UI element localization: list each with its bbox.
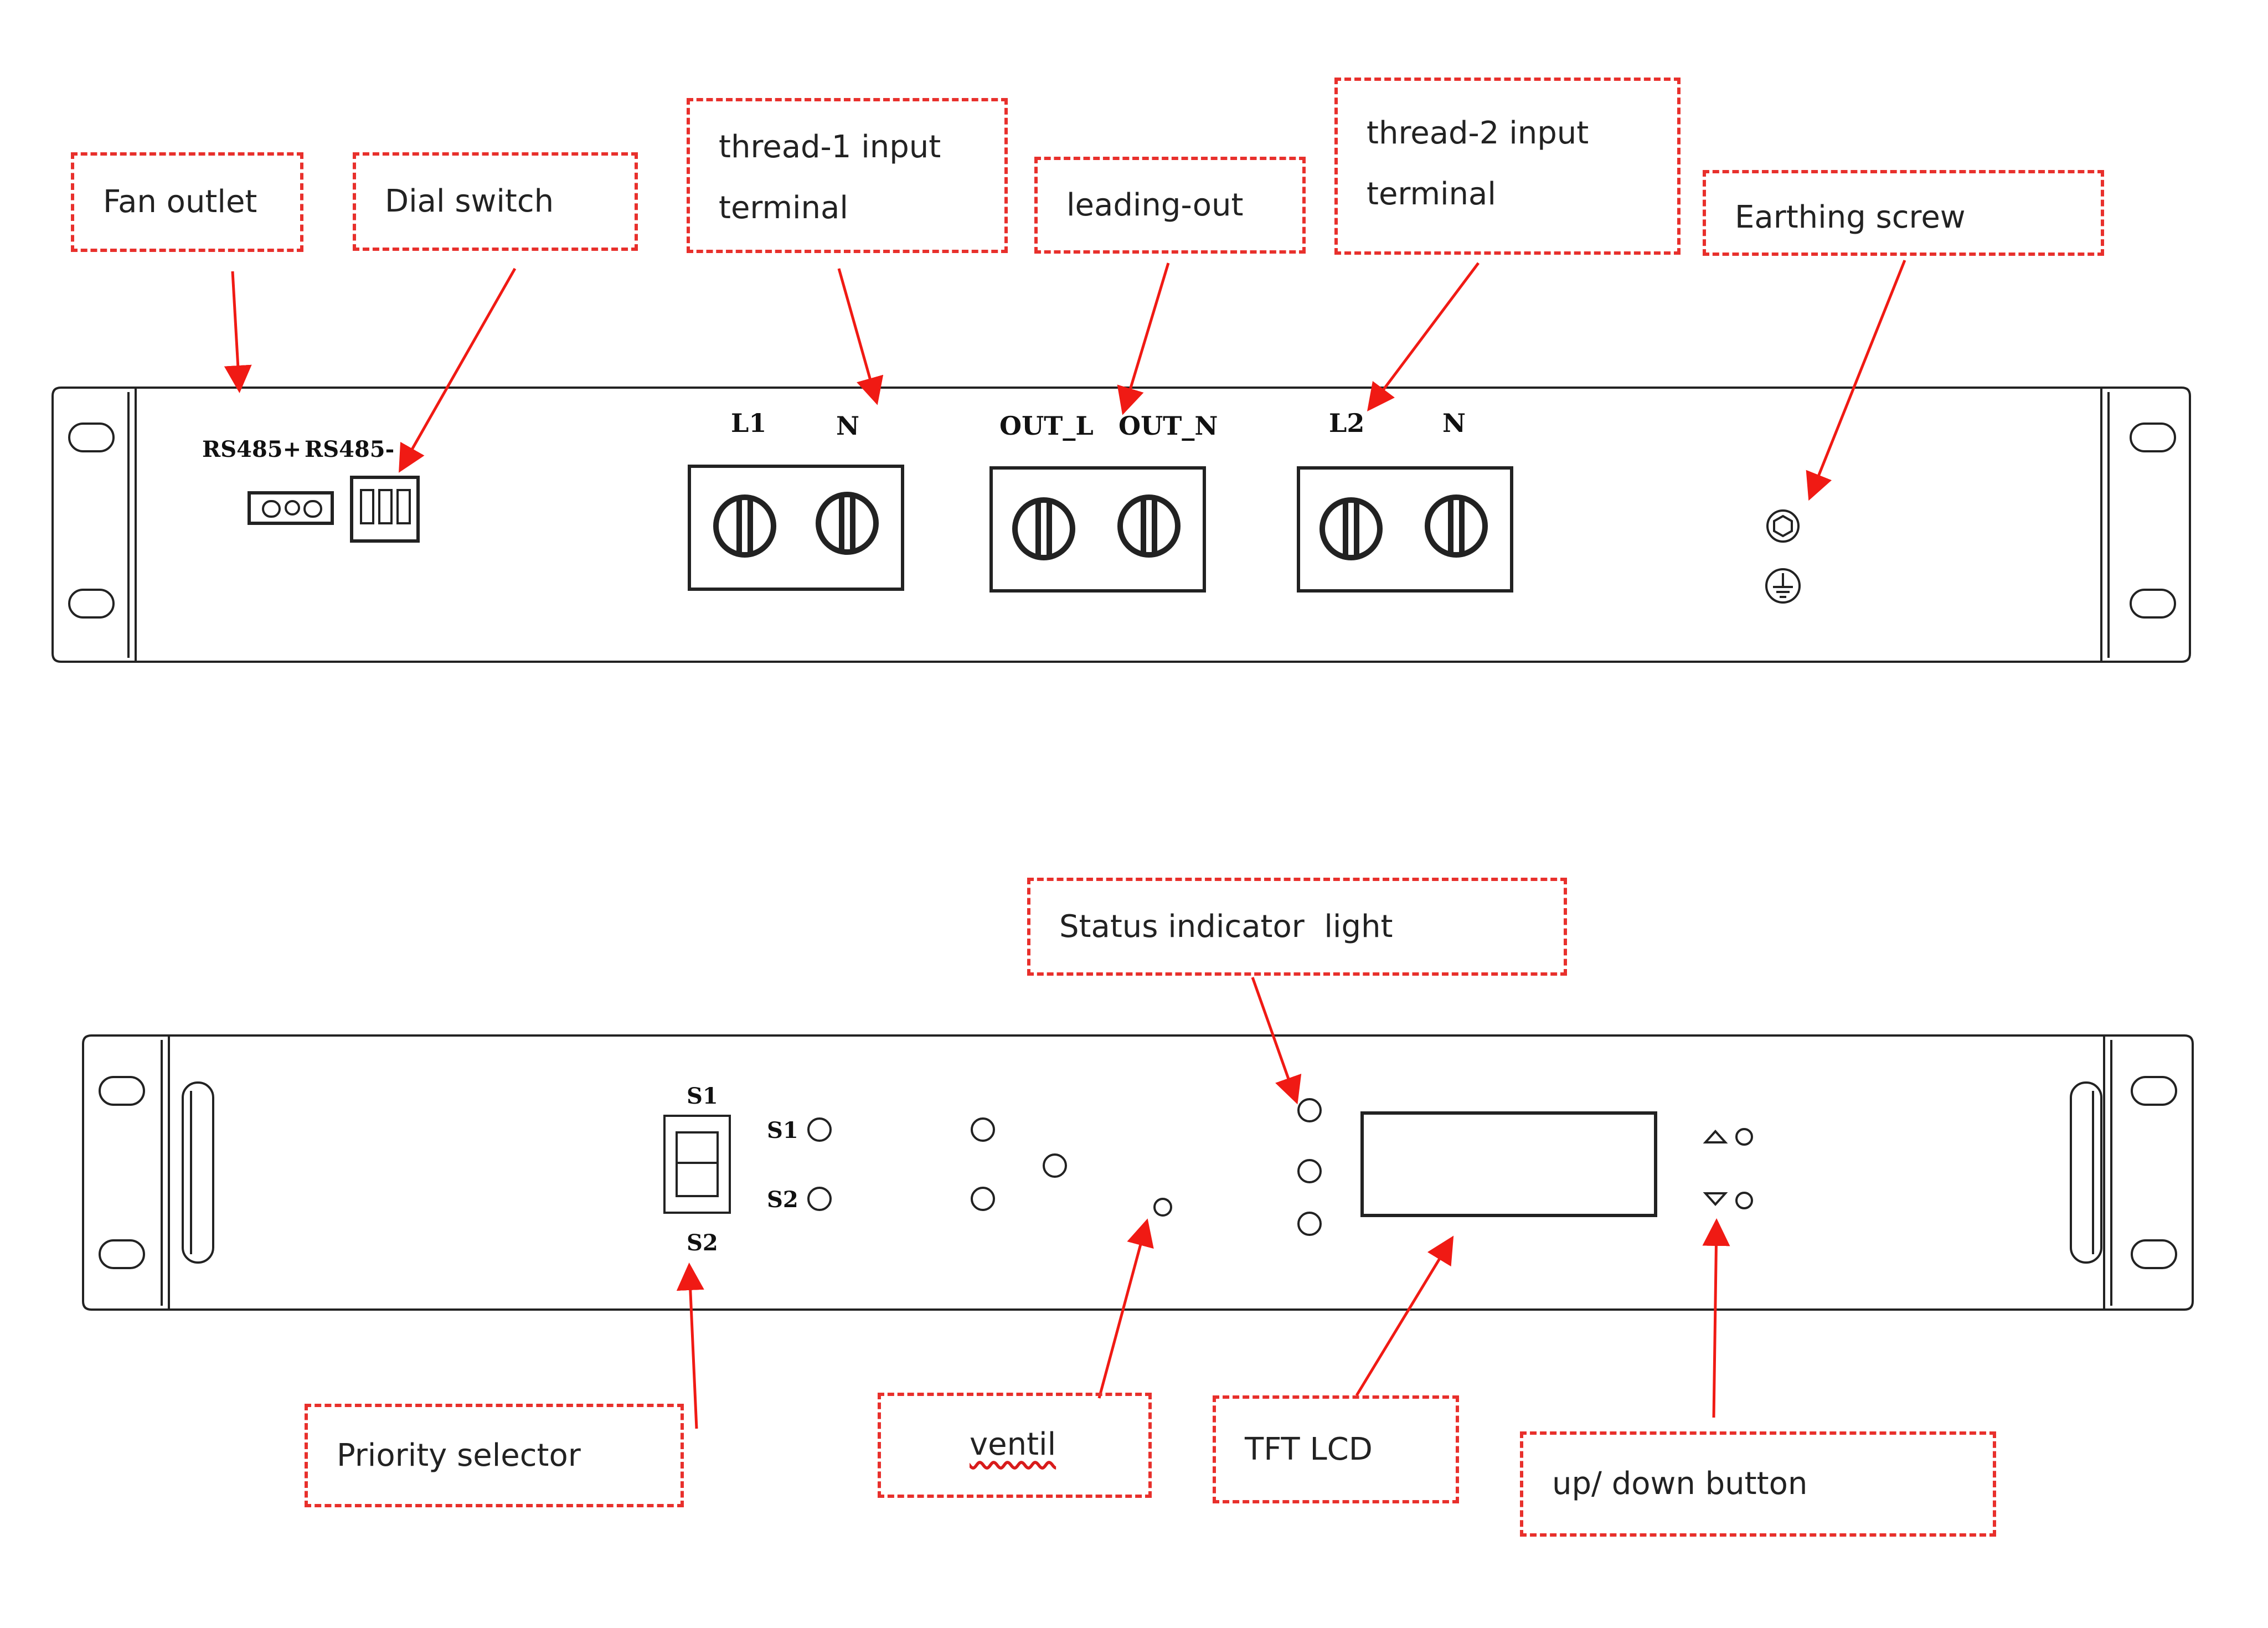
callout-up-down-button-text: up/ down button [1552, 1466, 1808, 1502]
callout-tft-lcd: TFT LCD [1213, 1395, 1459, 1503]
down-button [1735, 1192, 1753, 1209]
led-s2-label: S2 [767, 1187, 798, 1213]
callout-leading-out-text: leading-out [1066, 187, 1244, 223]
arrow-status-light [1251, 977, 1302, 1105]
ventil-hole [1153, 1198, 1172, 1217]
rs485-minus-label: RS485- [305, 436, 394, 462]
priority-selector-switch [663, 1115, 731, 1214]
terminal-screw-out-l [1012, 497, 1075, 560]
terminal-l1-label: L1 [731, 408, 766, 438]
s2-indicator [807, 1187, 832, 1211]
right-handle [2070, 1081, 2102, 1264]
leading-out-terminal-block [989, 466, 1206, 593]
rear-mount-slot-tr [2130, 423, 2176, 452]
arrow-up-down [1702, 1218, 1730, 1418]
callout-fan-outlet: Fan outlet [71, 152, 303, 252]
callout-priority-selector-text: Priority selector [337, 1438, 581, 1474]
callout-status-indicator-text: Status indicator light [1059, 909, 1393, 945]
front-right-rack-ear [2104, 1034, 2194, 1311]
callout-dial-switch-text: Dial switch [385, 183, 554, 219]
callout-up-down-button: up/ down button [1520, 1431, 1996, 1537]
arrow-leading-out [1117, 262, 1170, 415]
status-light-3 [1297, 1212, 1322, 1236]
terminal-screw-l1 [713, 494, 776, 558]
thread2-terminal-block [1297, 466, 1513, 593]
up-button [1735, 1128, 1753, 1146]
dial-switch [350, 476, 420, 543]
rear-right-rack-ear [2101, 387, 2191, 663]
front-panel-labels: S1 S2 S1 S2 [687, 1083, 798, 1256]
rs485-connector [248, 491, 334, 525]
rear-panel-labels: RS485+ RS485- L1 N OUT_L OUT_N L2 N [202, 408, 1466, 462]
terminal-screw-out-n [1117, 494, 1181, 558]
status-light-1 [1297, 1098, 1322, 1122]
down-arrow-icon [1703, 1192, 1728, 1206]
s1-indicator [807, 1117, 832, 1142]
callout-status-indicator: Status indicator light [1027, 878, 1567, 976]
led-s1-label: S1 [767, 1117, 798, 1143]
terminal-n2-label: N [1442, 408, 1466, 438]
thread1-terminal-block [688, 465, 904, 591]
rear-mount-slot-br [2130, 589, 2176, 619]
rear-mount-slot-bl [68, 589, 115, 619]
front-panel-body [168, 1034, 2105, 1311]
callout-leading-out: leading-out [1034, 157, 1306, 254]
callout-tft-lcd-text: TFT LCD [1245, 1431, 1373, 1467]
arrow-fan-outlet [224, 271, 252, 393]
callout-earthing-screw-text: Earthing screw [1735, 199, 1966, 235]
terminal-screw-n2 [1425, 494, 1488, 558]
ground-symbol-icon [1765, 568, 1801, 604]
rear-panel [51, 387, 2191, 663]
front-panel [82, 1034, 2194, 1311]
tft-lcd-screen [1360, 1111, 1657, 1217]
callout-thread2-line1: thread-2 input [1367, 115, 1589, 151]
callout-thread1-line2: terminal [719, 190, 848, 226]
indicator-led-1 [971, 1117, 995, 1142]
indicator-led-3 [1043, 1153, 1067, 1178]
rs485-plus-label: RS485+ [202, 436, 301, 462]
callout-thread2-line2: terminal [1367, 176, 1496, 212]
arrow-ventil [1097, 1218, 1154, 1399]
callout-thread1-line1: thread-1 input [719, 129, 941, 165]
callout-ventil-text: ventil [970, 1426, 1056, 1462]
front-left-rack-ear [82, 1034, 169, 1311]
status-light-2 [1297, 1159, 1322, 1183]
arrow-thread1 [837, 268, 884, 405]
arrow-thread2 [1367, 262, 1480, 411]
earthing-screw [1766, 509, 1800, 543]
callout-thread2-input: thread-2 input terminal [1334, 78, 1681, 255]
callout-fan-outlet-text: Fan outlet [103, 184, 257, 220]
callout-priority-selector: Priority selector [305, 1404, 684, 1507]
callout-dial-switch: Dial switch [353, 152, 638, 251]
callout-thread1-input: thread-1 input terminal [687, 98, 1008, 253]
terminal-out-l-label: OUT_L [999, 411, 1094, 441]
terminal-screw-n1 [816, 492, 879, 555]
terminal-out-n-label: OUT_N [1118, 411, 1218, 441]
up-arrow-icon [1703, 1130, 1728, 1143]
callout-earthing-screw: Earthing screw [1703, 170, 2104, 256]
indicator-led-2 [971, 1187, 995, 1211]
switch-s1-label: S1 [687, 1083, 718, 1109]
left-handle [182, 1081, 214, 1264]
switch-s2-label: S2 [687, 1230, 718, 1256]
callout-ventil: ventil [878, 1393, 1152, 1498]
arrow-dial-switch [399, 267, 517, 473]
arrow-earthing [1806, 260, 1906, 501]
terminal-screw-l2 [1319, 497, 1383, 560]
terminal-n1-label: N [836, 411, 859, 441]
arrow-priority [676, 1263, 704, 1429]
terminal-l2-label: L2 [1329, 408, 1364, 438]
arrow-tft-lcd [1355, 1235, 1454, 1397]
rear-left-rack-ear [51, 387, 136, 663]
rear-mount-slot-tl [68, 423, 115, 452]
callout-arrows [224, 260, 1906, 1429]
